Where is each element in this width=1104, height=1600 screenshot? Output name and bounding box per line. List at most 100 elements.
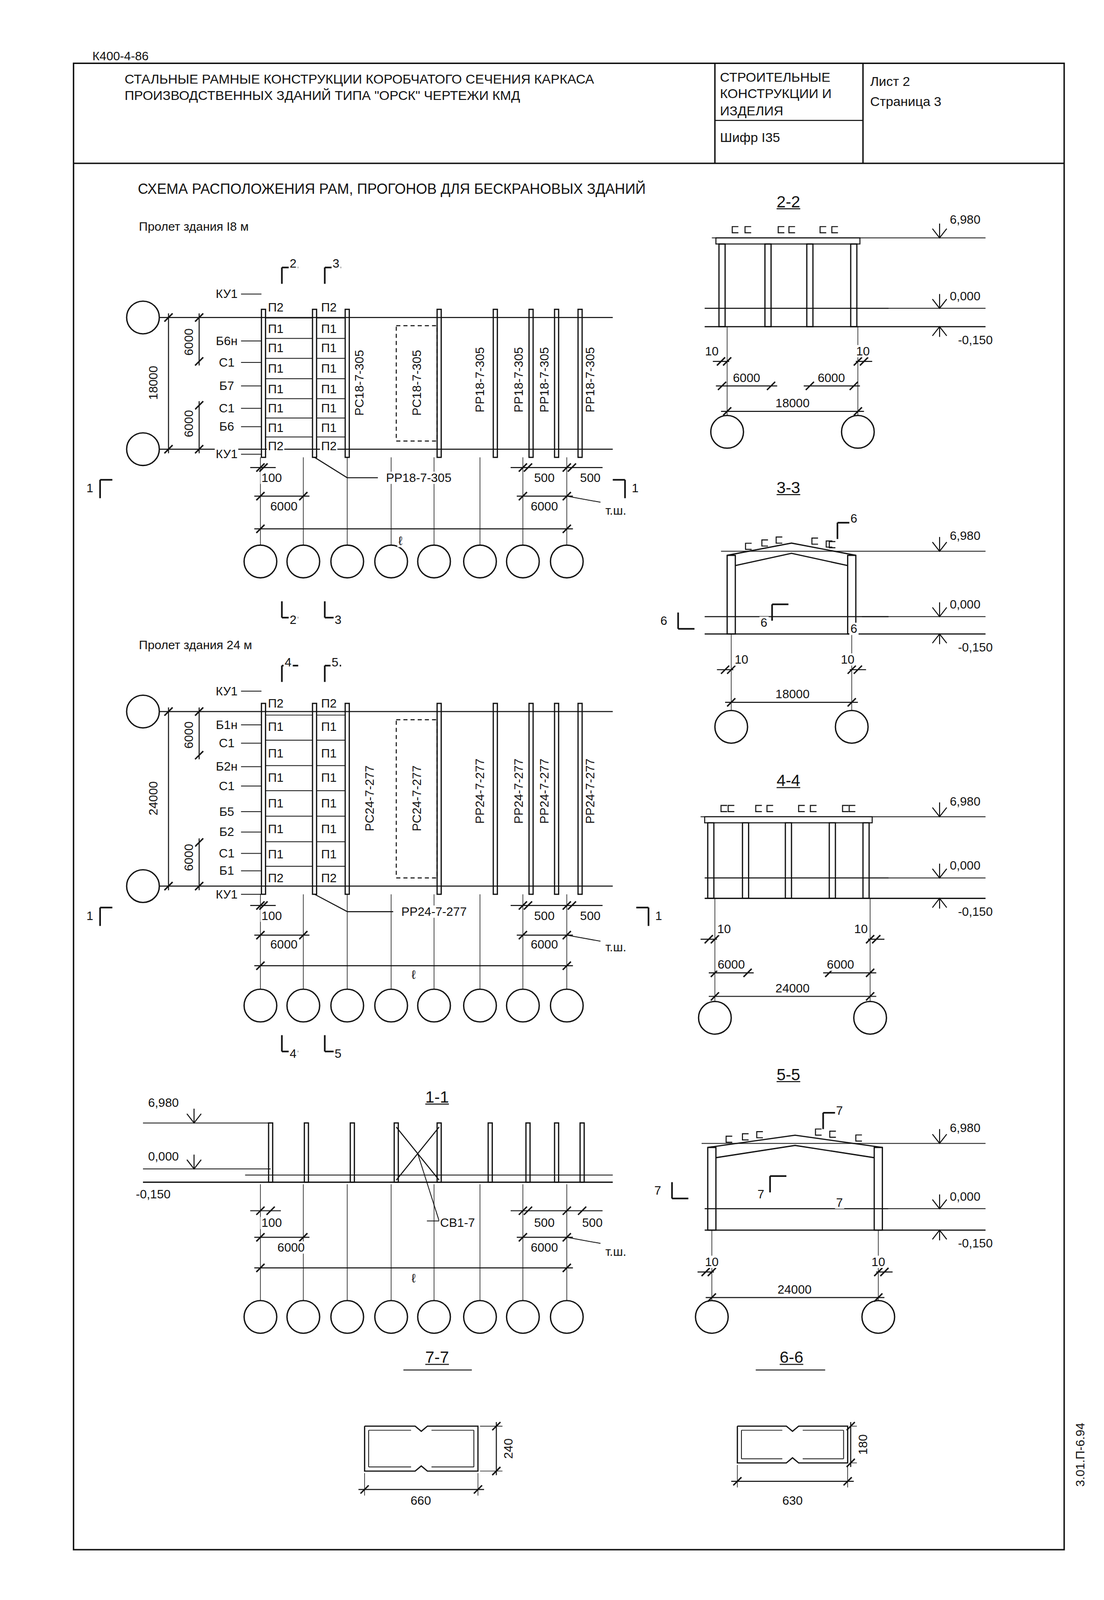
drawing-line	[562, 492, 571, 501]
drawing-label: 3	[331, 257, 341, 270]
drawing-label: ℓ	[410, 1272, 417, 1285]
drawing-path	[720, 805, 727, 812]
drawing-label: 10	[733, 653, 750, 666]
drawing-rect	[704, 817, 872, 824]
drawing-line	[316, 765, 346, 767]
drawing-rect	[396, 719, 437, 879]
drawing-rect	[707, 823, 714, 899]
drawing-path	[815, 1129, 822, 1136]
drawing-line	[265, 417, 313, 419]
drawing-rect	[345, 703, 350, 895]
drawing-line	[241, 742, 262, 744]
drawing-rect	[304, 1123, 309, 1183]
drawing-path	[831, 226, 838, 233]
drawing-label: 6000	[529, 938, 560, 951]
drawing-rect	[785, 823, 792, 899]
drawing-label: РР24-7-277	[512, 757, 525, 826]
axis-circle	[506, 989, 540, 1023]
drawing-label: 0,000	[147, 1151, 180, 1164]
drawing-line	[316, 714, 346, 716]
drawing-line	[851, 633, 852, 711]
drawing-label: П2	[320, 301, 338, 314]
drawing-rect	[554, 309, 559, 458]
drawing-path	[778, 226, 785, 233]
drawing-label: 6,980	[948, 213, 982, 226]
drawing-line	[241, 385, 262, 387]
drawing-line	[704, 1230, 986, 1232]
axis-circle	[286, 989, 320, 1023]
drawing-path	[735, 553, 848, 566]
drawing-label: Б5	[218, 805, 236, 819]
drawing-label: РР18-7-305	[538, 346, 551, 414]
drawing-line	[347, 477, 378, 479]
drawing-label: 2	[288, 613, 298, 627]
drawing-label: 6000	[182, 409, 195, 439]
drawing-line	[316, 398, 346, 400]
drawing-label: П1	[320, 421, 338, 435]
drawing-line	[720, 551, 986, 553]
drawing-line	[265, 398, 313, 400]
drawing-line	[857, 327, 859, 416]
drawing-line	[730, 633, 732, 711]
drawing-line	[566, 1184, 568, 1302]
axis-circle	[374, 1301, 408, 1334]
drawing-path	[932, 633, 948, 644]
drawing-line	[241, 853, 262, 855]
axis-circle	[374, 989, 408, 1023]
axis-circle	[506, 545, 540, 578]
drawing-label: П1	[320, 848, 338, 862]
drawing-label: П1	[320, 402, 338, 415]
drawing-line	[720, 411, 864, 413]
axis-circle	[550, 545, 584, 578]
drawing-line	[256, 525, 265, 534]
drawing-line	[241, 293, 262, 295]
drawing-line	[849, 1426, 857, 1427]
drawing-line	[939, 898, 941, 910]
drawing-label: П1	[320, 720, 338, 734]
drawing-label: 7	[653, 1184, 663, 1197]
drawing-label: П2	[320, 697, 338, 710]
drawing-line	[195, 838, 204, 847]
drawing-label: РР24-7-277	[584, 757, 597, 826]
drawing-path	[364, 1426, 478, 1472]
drawing-line	[516, 495, 573, 497]
drawing-label: 6	[759, 616, 769, 629]
drawing-label: РР18-7-305	[512, 346, 525, 414]
drawing-line	[769, 1176, 771, 1193]
drawing-path	[932, 327, 948, 337]
drawing-label: 6	[659, 614, 669, 627]
drawing-label: ℓ	[410, 968, 417, 982]
drawing-line	[99, 479, 101, 499]
drawing-rect	[829, 823, 836, 899]
drawing-line	[193, 1154, 195, 1170]
drawing-label: П1	[266, 322, 285, 335]
drawing-path	[855, 1135, 862, 1142]
drawing-label: РР24-7-277	[538, 757, 551, 826]
axis-circle	[710, 415, 744, 449]
drawing-line	[427, 1221, 440, 1223]
drawing-label: П1	[320, 362, 338, 375]
drawing-line	[256, 492, 265, 501]
drawing-rect	[580, 1123, 585, 1183]
axis-circle	[126, 433, 160, 466]
drawing-rect	[806, 243, 813, 327]
drawing-line	[847, 1465, 848, 1489]
drawing-line	[726, 327, 728, 416]
drawing-label: 10	[704, 345, 720, 358]
drawing-label: 6000	[716, 959, 747, 972]
drawing-label: 0,000	[948, 290, 982, 303]
drawing-line	[862, 63, 864, 164]
drawing-label: 180	[856, 1433, 869, 1457]
axis-circle	[841, 415, 875, 449]
drawing-rect	[742, 823, 749, 899]
drawing-label: С1	[217, 780, 236, 793]
drawing-label: П1	[266, 402, 285, 415]
drawing-line	[939, 294, 941, 309]
drawing-line	[168, 313, 170, 454]
drawing-path	[767, 805, 774, 812]
drawing-line	[241, 766, 262, 768]
drawing-line	[740, 1431, 742, 1460]
drawing-path	[756, 1132, 763, 1139]
drawing-rect	[350, 1123, 355, 1183]
axis-circle	[506, 1301, 540, 1334]
